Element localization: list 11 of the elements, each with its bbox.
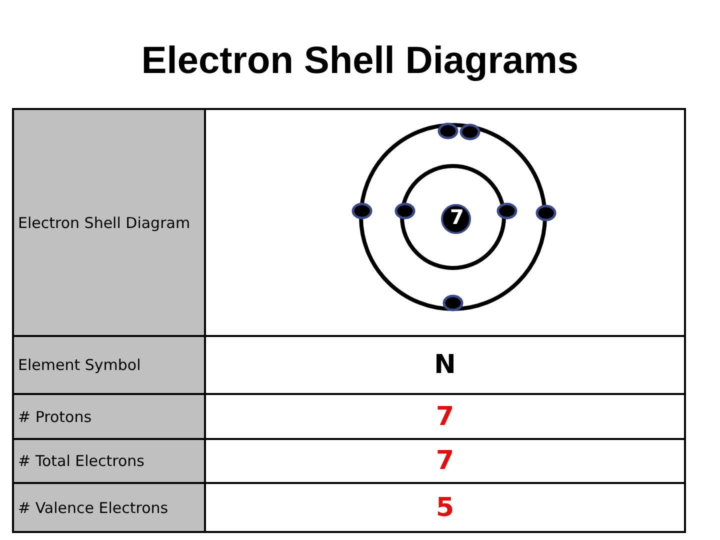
value-cell: 7 (205, 394, 685, 439)
value-cell: N (205, 336, 685, 394)
value-cell: 5 (205, 483, 685, 532)
title: Electron Shell Diagrams (140, 40, 580, 83)
row-header: # Valence Electrons (13, 483, 205, 532)
row-header: Element Symbol (13, 336, 205, 394)
row-header: # Total Electrons (13, 439, 205, 483)
nucleus-number: 7 (449, 204, 465, 230)
row-header: # Protons (13, 394, 205, 439)
value-cell: 7 (205, 439, 685, 483)
row-header: Electron Shell Diagram (13, 109, 205, 336)
